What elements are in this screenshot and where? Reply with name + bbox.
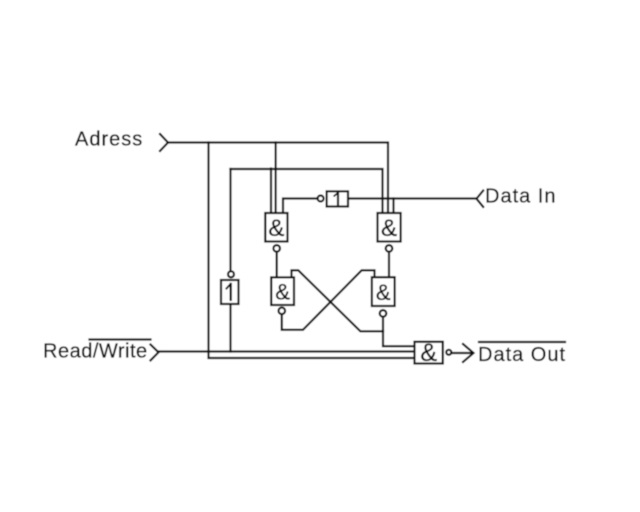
svg-text:&: & <box>381 215 397 242</box>
svg-text:&: & <box>275 279 290 304</box>
svg-text:&: & <box>420 339 437 367</box>
svg-text:&: & <box>268 215 284 242</box>
svg-text:Data In: Data In <box>485 186 556 208</box>
svg-text:Adress: Adress <box>75 129 143 151</box>
svg-text:&: & <box>376 280 391 305</box>
svg-text:Data Out: Data Out <box>478 344 566 366</box>
svg-text:Read/Write: Read/Write <box>43 341 148 363</box>
